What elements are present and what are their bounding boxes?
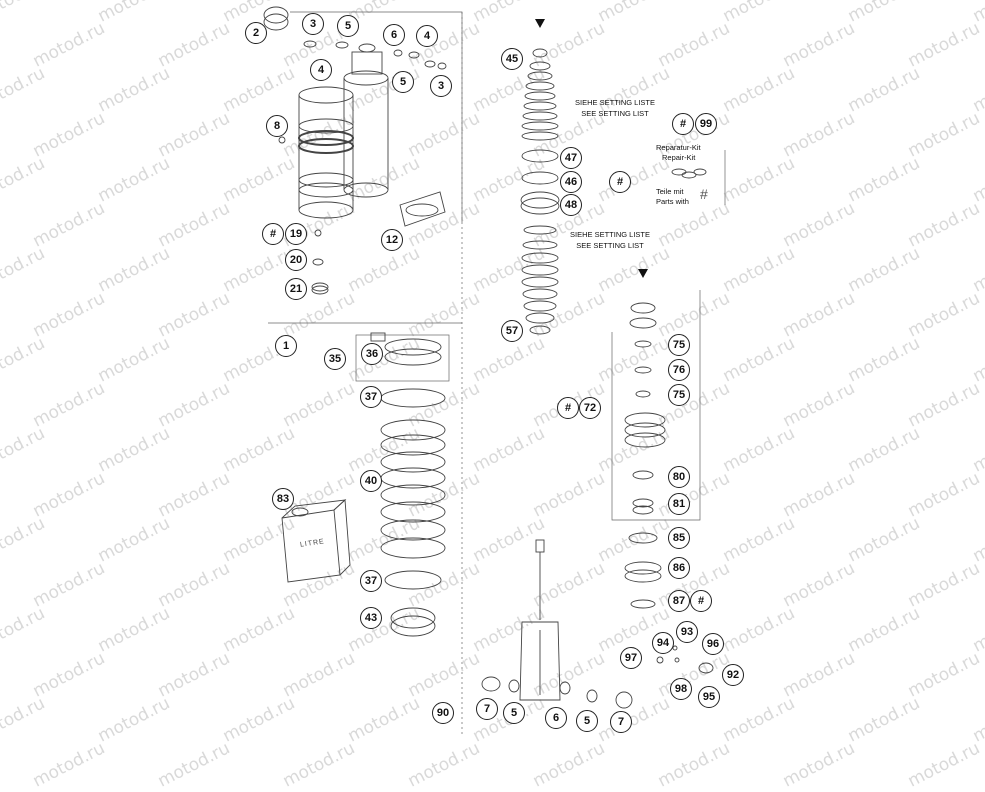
watermark-text: motod.ru	[904, 738, 984, 792]
watermark-text: motod.ru	[529, 738, 609, 792]
setting-note-2: SIEHE SETTING LISTE SEE SETTING LIST	[555, 229, 665, 251]
part-callout: #	[262, 223, 284, 245]
part-callout: 93	[676, 621, 698, 643]
oil-can-drawing	[281, 499, 351, 583]
part-callout: 21	[285, 278, 307, 300]
part-callout: 72	[579, 397, 601, 419]
part-callout: 5	[503, 702, 525, 724]
part-callout: 7	[476, 698, 498, 720]
part-callout: 3	[430, 75, 452, 97]
watermark-text: motod.ru	[654, 738, 734, 792]
setting-note-1: SIEHE SETTING LISTE SEE SETTING LIST	[560, 97, 670, 119]
washer-stack-left	[370, 332, 446, 637]
part-callout: 43	[360, 607, 382, 629]
repair-kit-title-de: Reparatur-Kit	[656, 143, 701, 152]
part-callout: 47	[560, 147, 582, 169]
part-callout: 95	[698, 686, 720, 708]
repair-kit-legend: Reparatur-Kit Repair-Kit	[656, 143, 701, 163]
part-callout: 5	[392, 71, 414, 93]
down-arrow-right	[638, 269, 648, 278]
part-callout: 12	[381, 229, 403, 251]
repair-kit-hash-symbol: #	[700, 186, 708, 202]
part-callout: #	[672, 113, 694, 135]
down-arrow-top-center	[535, 19, 545, 28]
part-callout: 5	[337, 15, 359, 37]
part-callout: #	[557, 397, 579, 419]
part-callout: 6	[383, 24, 405, 46]
part-callout: 85	[668, 527, 690, 549]
valve-parts-top-left	[263, 6, 447, 75]
cylinder-right	[343, 70, 389, 198]
part-callout: 45	[501, 48, 523, 70]
part-callout: 94	[652, 632, 674, 654]
part-callout: 2	[245, 22, 267, 44]
part-callout: 83	[272, 488, 294, 510]
part-callout: 40	[360, 470, 382, 492]
part-callout: 37	[360, 570, 382, 592]
setting-note-2-en: SEE SETTING LIST	[576, 241, 644, 250]
parts-line-art	[263, 6, 726, 735]
watermark-text: motod.ru	[404, 738, 484, 792]
part-callout: 76	[668, 359, 690, 381]
repair-kit-parts-de: Teile mit	[656, 187, 684, 196]
part-callout: 57	[501, 320, 523, 342]
clip-part-12	[399, 191, 446, 227]
setting-note-2-de: SIEHE SETTING LISTE	[569, 230, 651, 239]
part-callout: 4	[310, 59, 332, 81]
fork-leg-bottom	[481, 539, 633, 709]
part-callout: 98	[670, 678, 692, 700]
repair-kit-parts-note: Teile mit Parts with	[656, 187, 689, 207]
cylinder-left	[298, 86, 354, 219]
part-callout: 3	[302, 13, 324, 35]
part-callout: 46	[560, 171, 582, 193]
repair-kit-parts-en: Parts with	[656, 197, 689, 206]
part-callout: 1	[275, 335, 297, 357]
part-callout: 80	[668, 466, 690, 488]
part-callout: 8	[266, 115, 288, 137]
boot-bellows-bottom	[521, 225, 559, 335]
setting-note-1-en: SEE SETTING LIST	[581, 109, 649, 118]
part-callout: 7	[610, 711, 632, 733]
watermark-text: motod.ru	[279, 738, 359, 792]
part-callout: 48	[560, 194, 582, 216]
part-callout: 87	[668, 590, 690, 612]
part-callout: 81	[668, 493, 690, 515]
part-callout: 96	[702, 633, 724, 655]
part-callout: 86	[668, 557, 690, 579]
part-callout: 6	[545, 707, 567, 729]
part-callout: 75	[668, 334, 690, 356]
boot-bellows-top	[520, 48, 560, 215]
watermark-text: motod.ru	[29, 738, 109, 792]
part-callout: 35	[324, 348, 346, 370]
small-parts-19-21	[278, 136, 329, 295]
part-callout: 37	[360, 386, 382, 408]
part-callout: 75	[668, 384, 690, 406]
part-callout: 19	[285, 223, 307, 245]
small-parts-92-98	[656, 645, 714, 674]
watermark-text: motod.ru	[779, 738, 859, 792]
part-callout: 36	[361, 343, 383, 365]
part-callout: 5	[576, 710, 598, 732]
part-callout: #	[690, 590, 712, 612]
valve-stack-right	[624, 302, 666, 609]
repair-kit-icons	[671, 168, 707, 179]
part-callout: 97	[620, 647, 642, 669]
part-callout: 4	[416, 25, 438, 47]
assembly-frames	[268, 11, 726, 735]
repair-kit-title-en: Repair-Kit	[662, 153, 696, 162]
part-callout: 90	[432, 702, 454, 724]
watermark-text: motod.ru	[154, 738, 234, 792]
part-callout: #	[609, 171, 631, 193]
setting-note-1-de: SIEHE SETTING LISTE	[574, 98, 656, 107]
part-callout: 99	[695, 113, 717, 135]
part-callout: 92	[722, 664, 744, 686]
part-callout: 20	[285, 249, 307, 271]
